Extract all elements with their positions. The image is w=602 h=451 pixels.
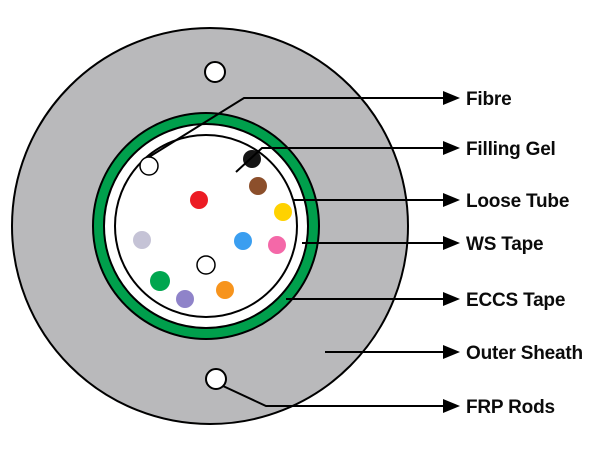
label-fibre: Fibre: [466, 89, 511, 110]
label-ws-tape: WS Tape: [466, 234, 543, 255]
fibre-dot-white: [196, 255, 216, 275]
arrowhead-fibre-icon: [443, 91, 460, 105]
label-loose-tube: Loose Tube: [466, 191, 569, 212]
arrowhead-loose-tube-icon: [443, 193, 460, 207]
arrowhead-eccs-tape-icon: [443, 292, 460, 306]
fibre-dot-slate: [133, 231, 151, 249]
label-eccs-tape: ECCS Tape: [466, 290, 565, 311]
frp-rod-top: [204, 61, 226, 83]
label-frp-rods: FRP Rods: [466, 397, 555, 418]
fibre-dot-brown: [249, 177, 267, 195]
label-outer-sheath: Outer Sheath: [466, 343, 583, 364]
arrowhead-filling-gel-icon: [443, 141, 460, 155]
arrowhead-frp-rods-icon: [443, 399, 460, 413]
leader-line-fibre: [148, 97, 444, 158]
fibre-dot-red: [190, 191, 208, 209]
fibre-dot-violet: [176, 290, 194, 308]
arrowhead-ws-tape-icon: [443, 236, 460, 250]
fibre-dot-blue: [234, 232, 252, 250]
leader-line-filling-gel: [235, 147, 444, 173]
fibre-dot-orange: [216, 281, 234, 299]
fibre-dot-green: [150, 271, 170, 291]
label-filling-gel: Filling Gel: [466, 139, 556, 160]
fibre-dot-black: [243, 150, 261, 168]
fibre-dot-pink: [268, 236, 286, 254]
fibre-dot-white-outline: [139, 156, 159, 176]
leader-line-frp-rods: [222, 385, 444, 407]
frp-rod-bottom: [205, 368, 227, 390]
arrowhead-outer-sheath-icon: [443, 345, 460, 359]
fibre-dot-yellow: [274, 203, 292, 221]
